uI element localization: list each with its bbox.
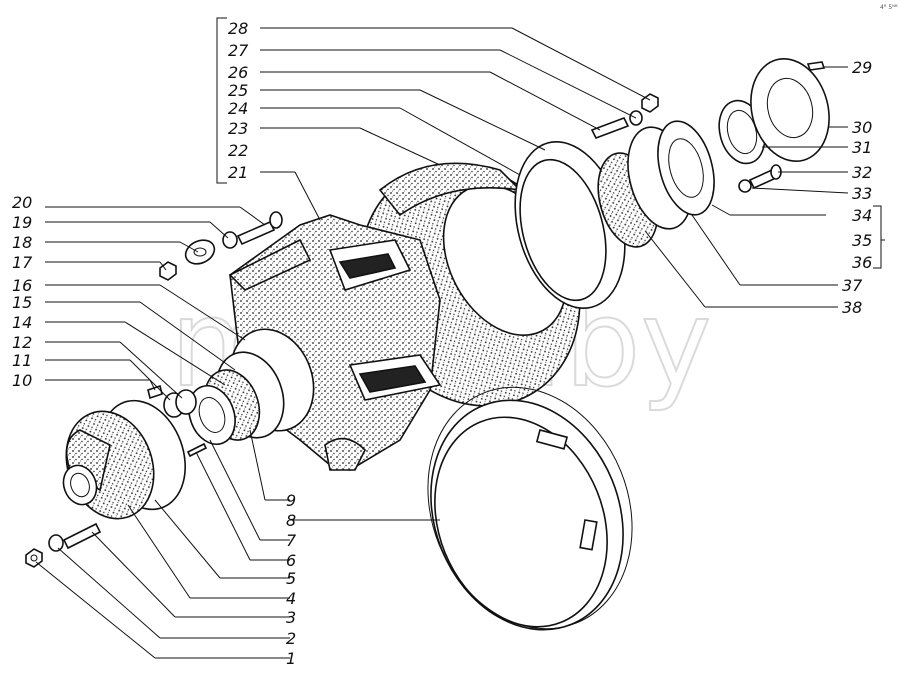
brake-drum-ring [427, 386, 633, 631]
label-part-29: 29 [852, 58, 872, 77]
label-part-17: 17 [12, 253, 33, 272]
small-hardware-right [590, 61, 826, 193]
label-part-9: 9 [286, 491, 296, 510]
label-part-18: 18 [12, 233, 32, 252]
bearings [597, 120, 715, 248]
label-part-34: 34 [852, 206, 872, 225]
label-part-32: 32 [852, 163, 872, 182]
leader-lines [35, 17, 885, 659]
label-part-33: 33 [852, 184, 872, 203]
corner-mark: 4ᴿ 5ᴺᴮ [880, 4, 898, 11]
label-part-11: 11 [12, 351, 32, 370]
label-part-7: 7 [286, 531, 297, 550]
label-part-1: 1 [286, 649, 296, 668]
label-part-28: 28 [228, 19, 248, 38]
label-part-10: 10 [12, 371, 32, 390]
label-part-37: 37 [842, 276, 863, 295]
label-part-30: 30 [852, 118, 872, 137]
label-part-27: 27 [228, 41, 249, 60]
label-part-24: 24 [228, 99, 248, 118]
label-part-12: 12 [12, 333, 32, 352]
label-part-16: 16 [12, 276, 32, 295]
small-hardware-upper-left [159, 211, 283, 281]
label-part-21: 21 [228, 163, 248, 182]
label-part-20: 20 [12, 193, 32, 212]
label-part-38: 38 [842, 298, 862, 317]
label-part-35: 35 [852, 231, 872, 250]
label-part-2: 2 [286, 629, 296, 648]
spindle-rings [188, 328, 315, 445]
label-part-8: 8 [286, 511, 296, 530]
hub-cap [62, 399, 186, 520]
label-part-14: 14 [12, 313, 32, 332]
part-labels: 1 2 3 4 5 6 7 8 9 10 11 12 14 15 16 17 1… [12, 19, 872, 668]
label-part-3: 3 [286, 608, 296, 627]
drawing [25, 58, 830, 631]
label-part-4: 4 [286, 589, 296, 608]
label-part-19: 19 [12, 213, 32, 232]
label-part-25: 25 [228, 81, 248, 100]
label-part-31: 31 [852, 138, 872, 157]
label-part-36: 36 [852, 253, 872, 272]
label-part-26: 26 [228, 63, 248, 82]
label-part-15: 15 [12, 293, 32, 312]
label-part-5: 5 [286, 569, 296, 588]
label-part-23: 23 [228, 119, 248, 138]
cover-plate [750, 58, 830, 162]
label-part-22: 22 [228, 141, 248, 160]
label-part-6: 6 [286, 551, 296, 570]
flange-ring [514, 141, 626, 309]
